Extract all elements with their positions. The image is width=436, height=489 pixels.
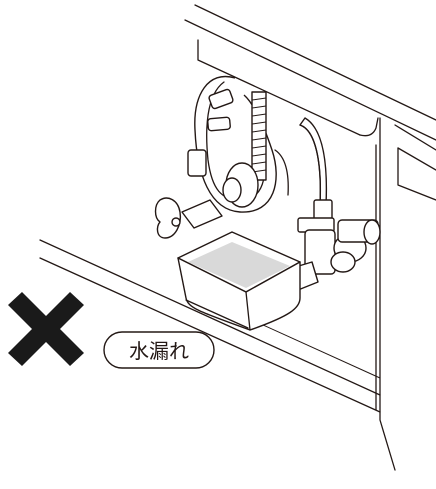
leak-callout-text: 水漏れ <box>129 339 189 363</box>
catch-tray <box>178 232 300 330</box>
x-mark-icon <box>8 292 84 366</box>
leak-callout: 水漏れ <box>104 332 214 368</box>
left-angle-valve <box>156 198 223 238</box>
right-supply-hose <box>298 118 334 232</box>
